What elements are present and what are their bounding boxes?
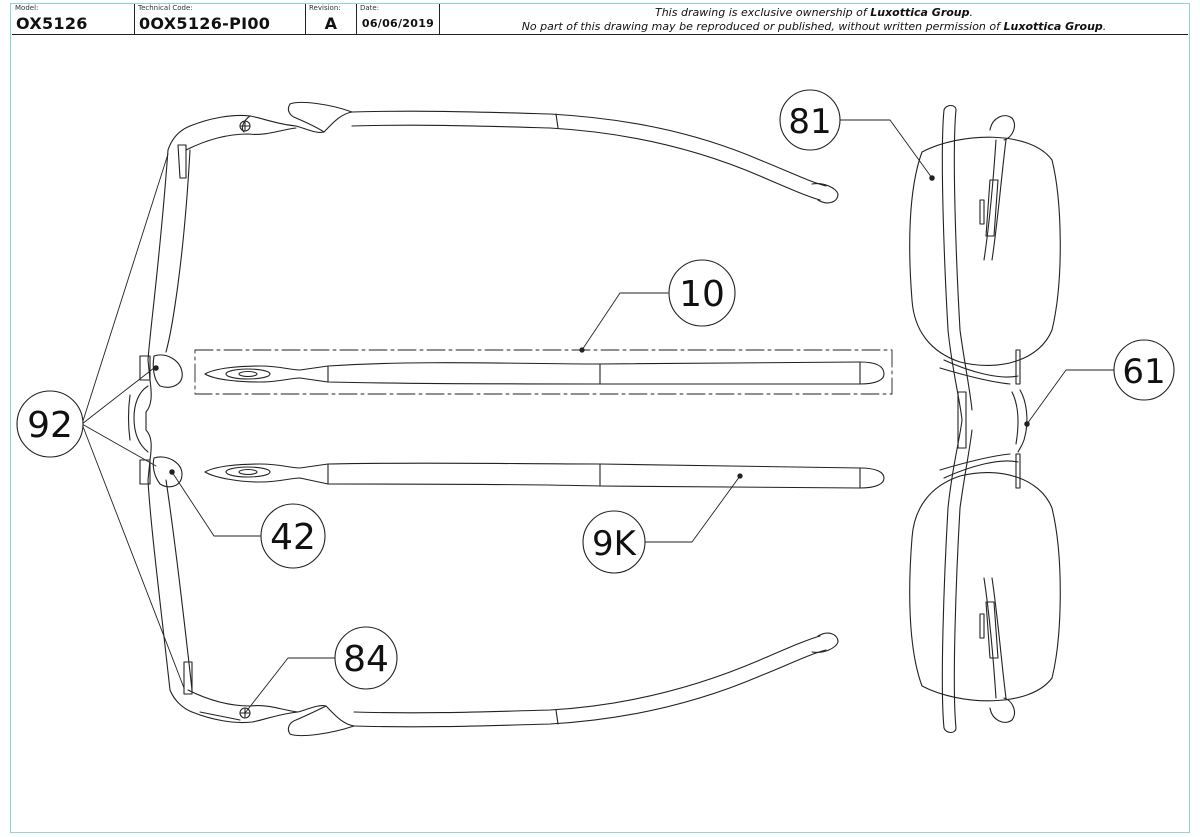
callout-61: 61 <box>1113 339 1175 401</box>
leader-lines <box>81 119 1117 714</box>
date-cell: Date: 06/06/2019 <box>357 4 440 34</box>
front-view-upper-lens <box>909 104 1061 421</box>
callout-81-label: 81 <box>788 102 831 142</box>
callout-84: 84 <box>334 626 398 690</box>
technical-code-label: Technical Code: <box>138 4 193 12</box>
technical-code-cell: Technical Code: 0OX5126-PI00 <box>135 4 306 34</box>
callout-10-label: 10 <box>679 274 725 315</box>
revision-cell: Revision: A <box>306 4 357 34</box>
revision-value: A <box>324 14 338 33</box>
nose-pad-upper <box>152 354 183 388</box>
callout-92: 92 <box>16 390 84 458</box>
revision-label: Revision: <box>309 4 341 12</box>
nose-pad-lower <box>152 456 183 488</box>
date-value: 06/06/2019 <box>361 17 435 30</box>
notice-line-1: This drawing is exclusive ownership of L… <box>654 6 974 19</box>
upper-temple-top-view <box>185 101 839 204</box>
callout-42-label: 42 <box>270 517 316 558</box>
callout-9k: 9K <box>582 510 646 574</box>
lower-temple-top-view <box>187 632 839 737</box>
front-view-bridge <box>957 349 1030 489</box>
sheet-border <box>10 3 1190 833</box>
front-view-lower-lens <box>909 175 1061 734</box>
temple-part-9k <box>204 462 885 489</box>
temple-detail-box <box>194 349 893 395</box>
model-label: Model: <box>15 4 39 12</box>
technical-code-value: 0OX5126-PI00 <box>139 14 271 33</box>
callout-81: 81 <box>779 89 841 151</box>
callout-84-label: 84 <box>343 639 389 680</box>
model-value: OX5126 <box>16 14 88 33</box>
callout-9k-label: 9K <box>592 524 638 564</box>
title-block: Model: OX5126 Technical Code: 0OX5126-PI… <box>12 4 1188 35</box>
date-label: Date: <box>360 4 380 12</box>
callout-61-label: 61 <box>1122 352 1165 392</box>
ownership-notice: This drawing is exclusive ownership of L… <box>440 4 1188 34</box>
model-cell: Model: OX5126 <box>12 4 135 34</box>
notice-line-2: No part of this drawing may be reproduce… <box>521 20 1107 33</box>
front-frame-top-view <box>127 125 193 713</box>
callout-42: 42 <box>260 503 326 569</box>
callout-10: 10 <box>668 259 736 327</box>
callout-92-label: 92 <box>27 405 73 446</box>
